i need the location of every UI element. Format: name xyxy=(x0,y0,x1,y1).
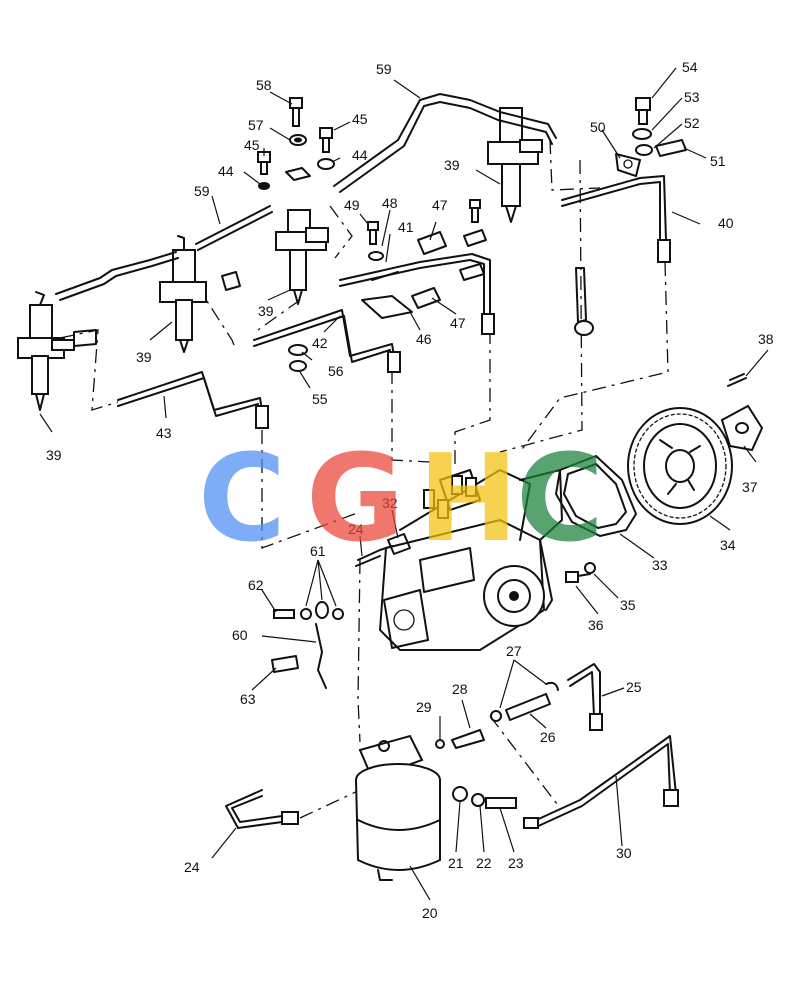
callout-34: 34 xyxy=(720,537,736,553)
callout-numbers: 39 39 39 39 43 42 41 40 56 55 44 44 45 4… xyxy=(46,59,774,921)
callout-49: 49 xyxy=(344,197,360,213)
fuel-line-24-lower xyxy=(225,789,299,829)
callout-27: 27 xyxy=(506,643,522,659)
callout-45-right: 45 xyxy=(352,111,368,127)
injection-line-40 xyxy=(561,175,671,263)
callout-32: 32 xyxy=(382,495,398,511)
callout-24-lower: 24 xyxy=(184,859,200,875)
callout-30: 30 xyxy=(616,845,632,861)
callout-26: 26 xyxy=(540,729,556,745)
fuel-routing-paths xyxy=(59,139,669,819)
callout-43: 43 xyxy=(156,425,172,441)
cable-60-fittings xyxy=(271,601,344,689)
callout-24-upper: 24 xyxy=(348,521,364,537)
fuel-line-25 xyxy=(567,663,603,731)
watermark-letter-c1: C xyxy=(198,430,286,569)
callout-58: 58 xyxy=(256,77,272,93)
callout-39-second: 39 xyxy=(136,349,152,365)
callout-44-right: 44 xyxy=(352,147,368,163)
callout-25: 25 xyxy=(626,679,642,695)
cover-plate-37 xyxy=(720,404,764,452)
callout-46: 46 xyxy=(416,331,432,347)
callout-39-right: 39 xyxy=(444,157,460,173)
callout-44-left: 44 xyxy=(218,163,234,179)
callout-29: 29 xyxy=(416,699,432,715)
callout-22: 22 xyxy=(476,855,492,871)
callout-41: 41 xyxy=(398,219,414,235)
leader-lines xyxy=(39,67,769,901)
callout-39-left: 39 xyxy=(46,447,62,463)
filter-fittings xyxy=(435,681,559,809)
callout-36: 36 xyxy=(588,617,604,633)
small-fittings xyxy=(73,97,687,372)
bolt-36-nut-35 xyxy=(565,562,596,583)
leakoff-tube-59-lower xyxy=(55,205,273,301)
callout-51: 51 xyxy=(710,153,726,169)
watermark-letter-c2: C xyxy=(516,430,604,569)
callout-23: 23 xyxy=(508,855,524,871)
injector-second xyxy=(159,235,207,353)
callout-45-left: 45 xyxy=(244,137,260,153)
gasket-33 xyxy=(555,455,637,537)
callout-38: 38 xyxy=(758,331,774,347)
fuel-filter-20 xyxy=(355,734,441,881)
callout-37: 37 xyxy=(742,479,758,495)
injector-left xyxy=(17,291,75,411)
injection-line-43 xyxy=(117,371,269,429)
pump-gear-34 xyxy=(627,407,733,525)
callout-33: 33 xyxy=(652,557,668,573)
callout-40: 40 xyxy=(718,215,734,231)
callout-50: 50 xyxy=(590,119,606,135)
callout-57: 57 xyxy=(248,117,264,133)
callout-39-third: 39 xyxy=(258,303,274,319)
injector-right xyxy=(487,107,543,223)
injection-pump xyxy=(378,469,563,651)
watermark-letter-g: G xyxy=(306,430,405,569)
fuel-line-30 xyxy=(523,735,679,829)
callout-56: 56 xyxy=(328,363,344,379)
injection-line-42 xyxy=(253,309,401,373)
callout-47-upper: 47 xyxy=(432,197,448,213)
bolt-38 xyxy=(727,373,747,387)
callout-20: 20 xyxy=(422,905,438,921)
callout-21: 21 xyxy=(448,855,464,871)
callout-52: 52 xyxy=(684,115,700,131)
fuel-line-24-upper xyxy=(355,545,393,567)
callout-48: 48 xyxy=(382,195,398,211)
watermark-letter-h: H xyxy=(418,430,518,569)
callout-60: 60 xyxy=(232,627,248,643)
callout-53: 53 xyxy=(684,89,700,105)
injector-third xyxy=(275,209,329,305)
callout-59-lower: 59 xyxy=(194,183,210,199)
callout-47-lower: 47 xyxy=(450,315,466,331)
callout-62: 62 xyxy=(248,577,264,593)
clamps-46-47 xyxy=(361,229,487,319)
callout-28: 28 xyxy=(452,681,468,697)
callout-61: 61 xyxy=(310,543,326,559)
callout-63: 63 xyxy=(240,691,256,707)
watermark-logo: C G H C xyxy=(198,430,604,569)
leakoff-tube-59-upper xyxy=(333,93,557,193)
callout-55: 55 xyxy=(312,391,328,407)
callout-42: 42 xyxy=(312,335,328,351)
callout-59-upper: 59 xyxy=(376,61,392,77)
callout-35: 35 xyxy=(620,597,636,613)
callout-54: 54 xyxy=(682,59,698,75)
pump-drive-rod xyxy=(574,267,594,336)
